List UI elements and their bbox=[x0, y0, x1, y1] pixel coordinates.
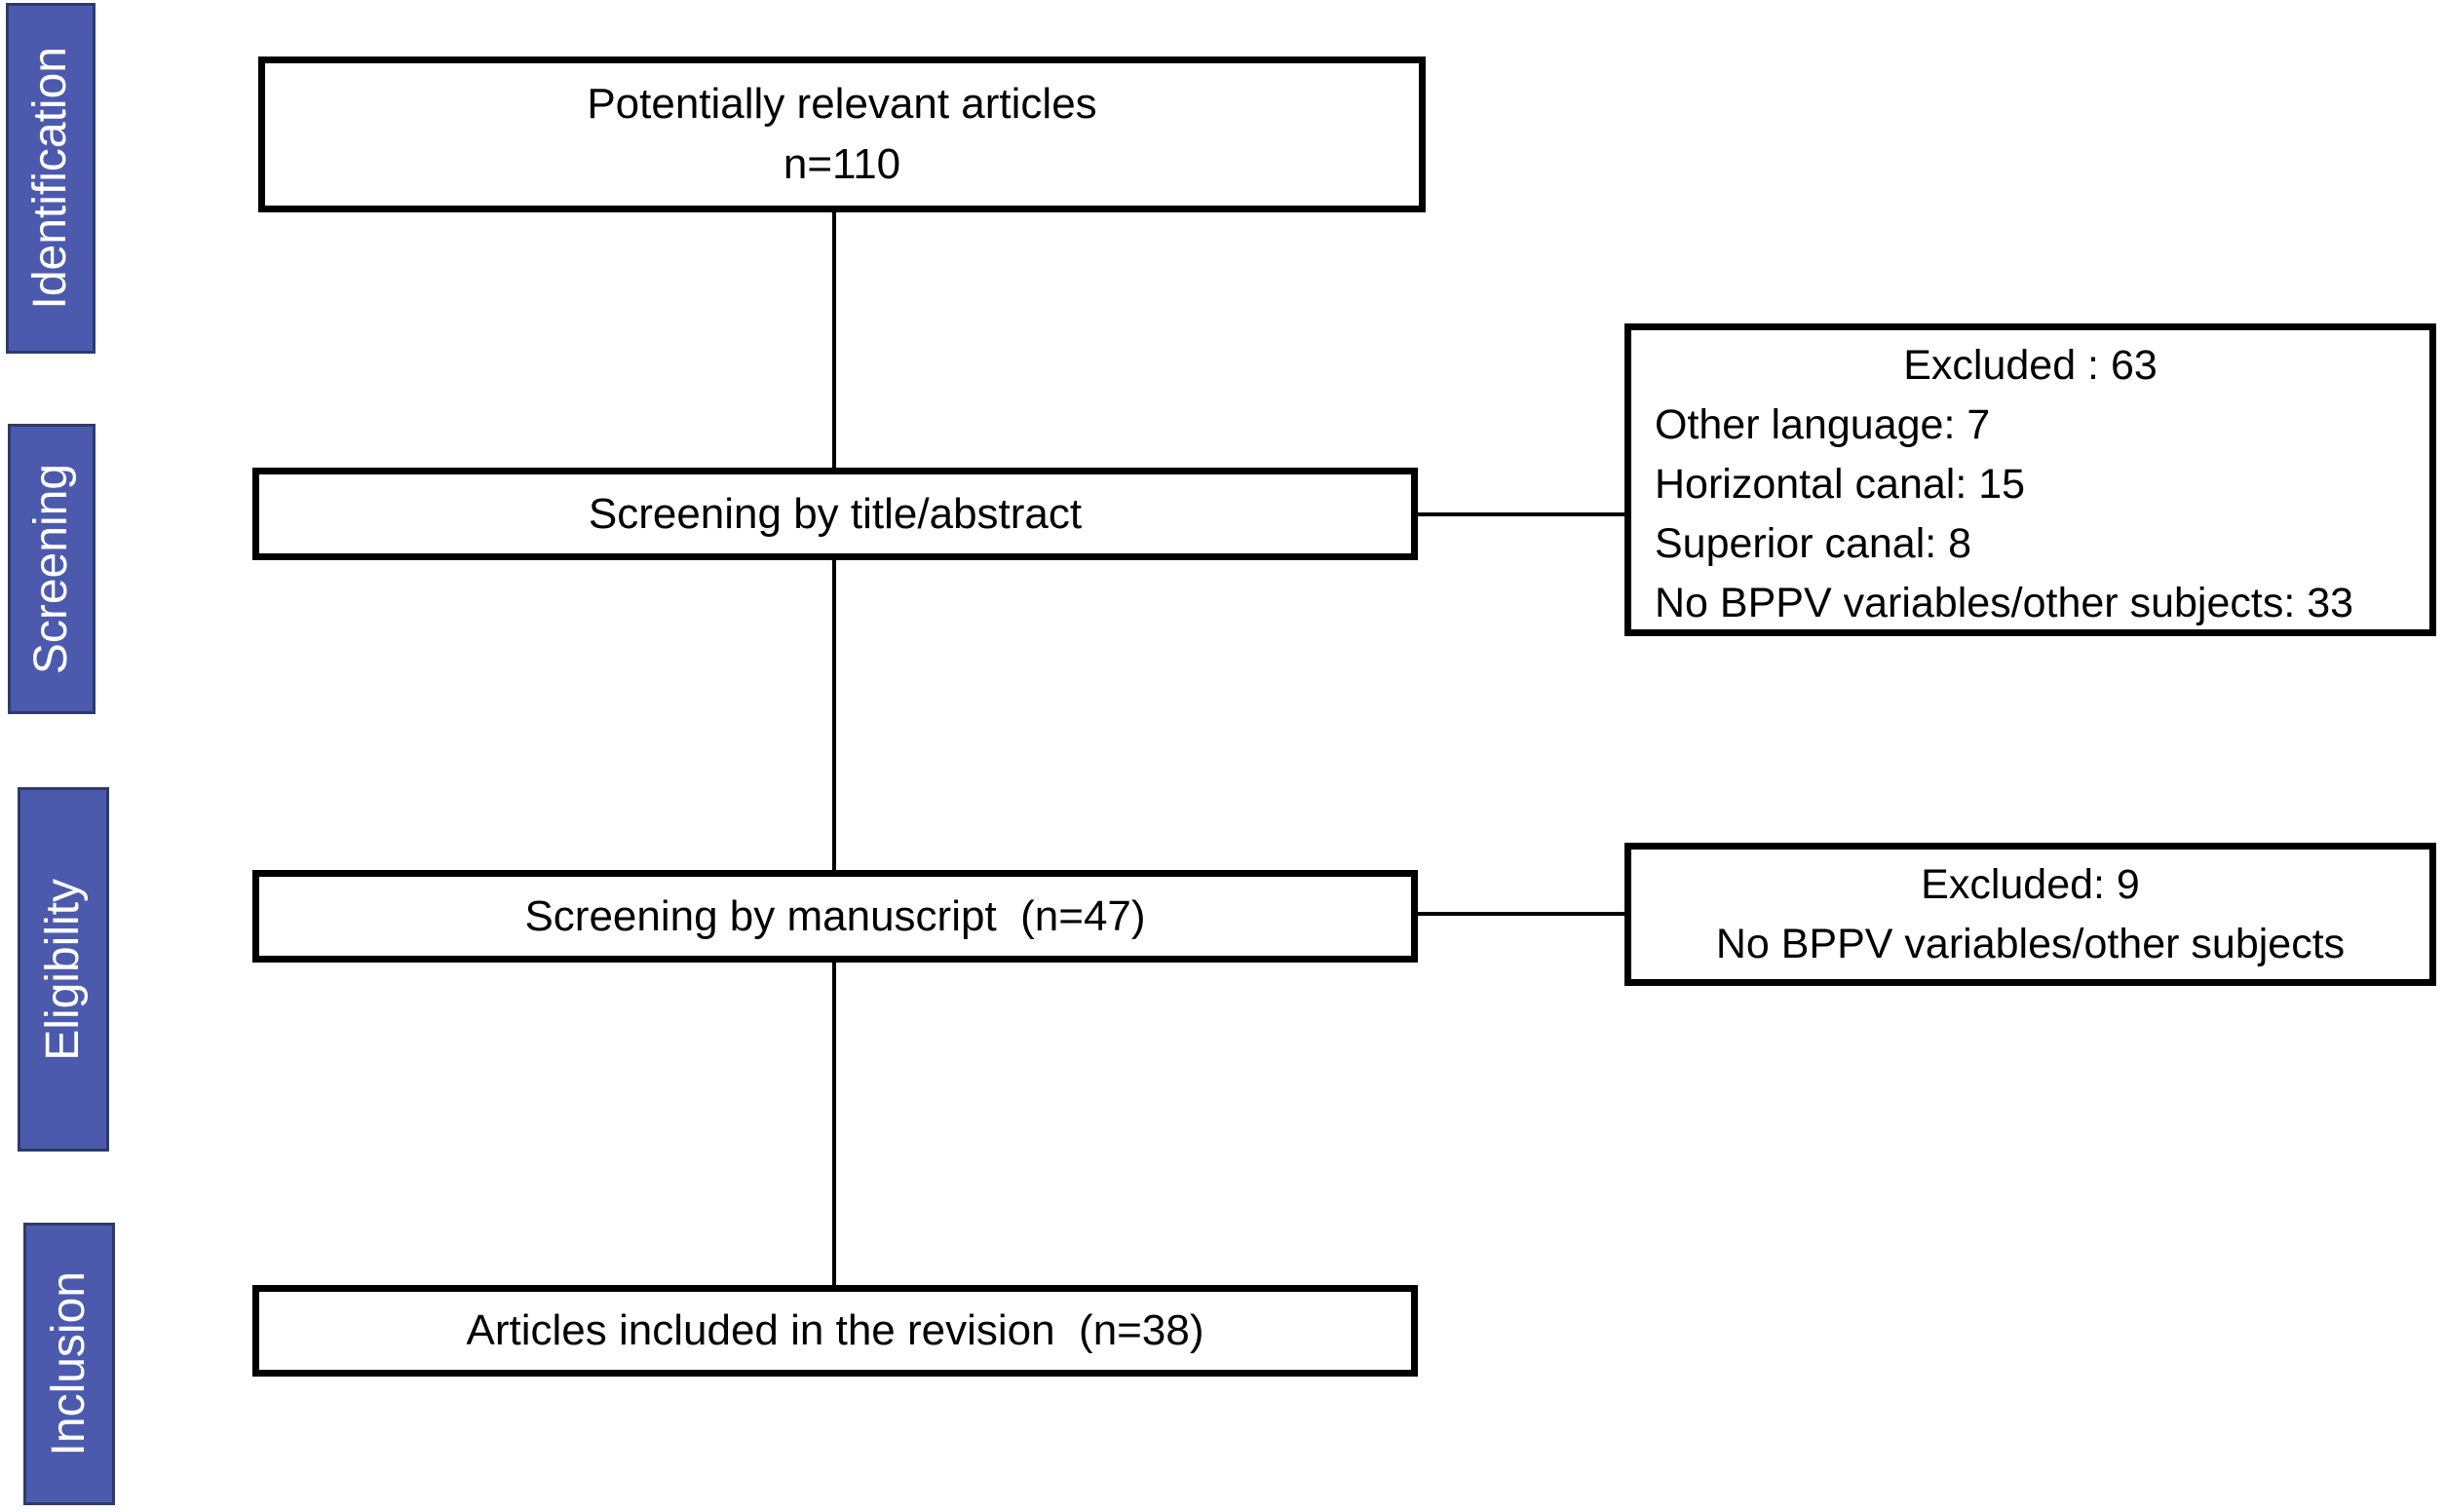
flow-box-screening-manuscript-text: Screening by manuscript (n=47) bbox=[524, 891, 1146, 940]
exclusion-item-no-bppv-variables-2: No BPPV variables/other subjects bbox=[1715, 921, 2346, 967]
exclusion-box-title-abstract: Excluded : 63 Other language: 7 Horizont… bbox=[1624, 323, 2436, 636]
flow-box-potentially-relevant-line1: Potentially relevant articles bbox=[587, 80, 1097, 128]
exclusion-item-superior-canal: Superior canal: 8 bbox=[1655, 520, 1972, 567]
flow-box-screening-title-abstract-text: Screening by title/abstract bbox=[588, 489, 1083, 538]
flow-box-screening-title-abstract: Screening by title/abstract bbox=[252, 468, 1418, 560]
exclusion-box-title-abstract-title: Excluded : 63 bbox=[1903, 342, 2158, 389]
stage-label-identification: Identification bbox=[6, 3, 95, 354]
stage-label-inclusion: Inclusion bbox=[23, 1223, 115, 1505]
stage-label-eligibility: Eligibility bbox=[18, 787, 109, 1152]
flow-box-articles-included: Articles included in the revision (n=38) bbox=[252, 1285, 1418, 1377]
connector-screening-to-exclusion bbox=[1418, 512, 1624, 516]
connector-eligibility-to-inclusion bbox=[832, 963, 836, 1285]
flow-box-potentially-relevant-line2: n=110 bbox=[783, 140, 901, 188]
exclusion-box-manuscript: Excluded: 9 No BPPV variables/other subj… bbox=[1624, 843, 2436, 986]
stage-label-identification-text: Identification bbox=[24, 47, 76, 310]
exclusion-item-other-language: Other language: 7 bbox=[1655, 401, 1991, 448]
connector-manuscript-to-exclusion bbox=[1418, 912, 1624, 916]
flow-box-screening-manuscript: Screening by manuscript (n=47) bbox=[252, 870, 1418, 963]
connector-screening-to-eligibility bbox=[832, 560, 836, 870]
connector-identification-to-screening bbox=[832, 211, 836, 468]
exclusion-item-no-bppv-variables: No BPPV variables/other subjects: 33 bbox=[1655, 580, 2354, 626]
stage-label-screening: Screening bbox=[8, 424, 95, 714]
flow-box-articles-included-text: Articles included in the revision (n=38) bbox=[466, 1306, 1204, 1354]
stage-label-screening-text: Screening bbox=[25, 463, 77, 675]
exclusion-box-manuscript-title: Excluded: 9 bbox=[1921, 861, 2140, 908]
stage-label-eligibility-text: Eligibility bbox=[37, 878, 89, 1061]
flow-box-potentially-relevant: Potentially relevant articles n=110 bbox=[258, 57, 1426, 212]
stage-label-inclusion-text: Inclusion bbox=[43, 1271, 95, 1456]
exclusion-item-horizontal-canal: Horizontal canal: 15 bbox=[1655, 461, 2026, 508]
